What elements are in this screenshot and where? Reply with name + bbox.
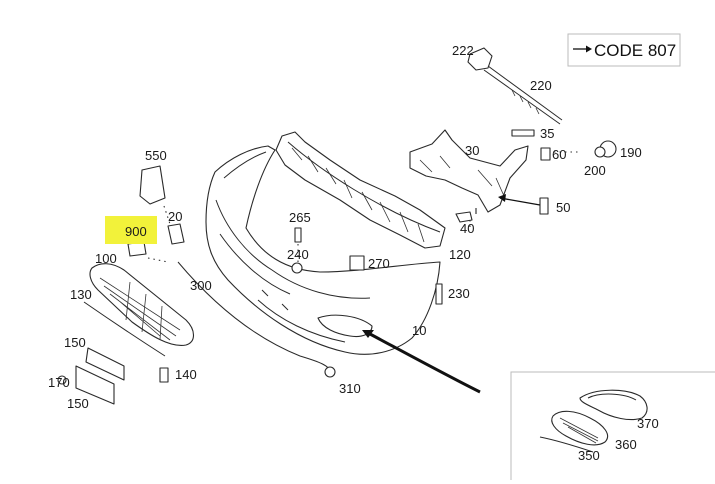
label-50: 50 bbox=[556, 200, 570, 215]
bumper-cover-10 bbox=[205, 145, 441, 355]
label-130: 130 bbox=[70, 287, 92, 302]
label-900: 900 bbox=[125, 224, 147, 239]
label-370: 370 bbox=[637, 416, 659, 431]
clip-40 bbox=[455, 211, 473, 223]
code-label: CODE 807 bbox=[594, 41, 676, 60]
mounting-bracket-30 bbox=[409, 129, 529, 213]
label-200: 200 bbox=[584, 163, 606, 178]
label-100: 100 bbox=[95, 251, 117, 266]
label-190: 190 bbox=[620, 145, 642, 160]
label-230: 230 bbox=[448, 286, 470, 301]
clip-60 bbox=[540, 147, 551, 161]
left-side-parts bbox=[57, 165, 443, 405]
part-labels: 222 220 35 30 60 190 200 50 40 120 550 2… bbox=[48, 43, 642, 411]
label-220: 220 bbox=[530, 78, 552, 93]
label-300: 300 bbox=[190, 278, 212, 293]
impact-absorber-120 bbox=[275, 131, 446, 249]
leader-lines bbox=[362, 194, 541, 394]
label-310: 310 bbox=[339, 381, 361, 396]
code-box: CODE 807 bbox=[567, 33, 681, 67]
label-170: 170 bbox=[48, 375, 70, 390]
label-40: 40 bbox=[460, 221, 474, 236]
label-550: 550 bbox=[145, 148, 167, 163]
label-222: 222 bbox=[452, 43, 474, 58]
label-35: 35 bbox=[540, 126, 554, 141]
label-265: 265 bbox=[289, 210, 311, 225]
inset-box: 370 360 350 bbox=[510, 371, 715, 480]
label-270: 270 bbox=[368, 256, 390, 271]
clip-35 bbox=[511, 129, 535, 137]
label-150-bottom: 150 bbox=[67, 396, 89, 411]
screw-50 bbox=[539, 197, 549, 215]
label-30: 30 bbox=[465, 143, 479, 158]
label-10: 10 bbox=[412, 323, 426, 338]
ring-200 bbox=[594, 146, 606, 158]
label-360: 360 bbox=[615, 437, 637, 452]
label-120: 120 bbox=[449, 247, 471, 262]
label-240: 240 bbox=[287, 247, 309, 262]
label-140: 140 bbox=[175, 367, 197, 382]
label-20: 20 bbox=[168, 209, 182, 224]
highlight-900 bbox=[105, 216, 157, 244]
trim-strip-350 bbox=[539, 436, 594, 453]
label-150-top: 150 bbox=[64, 335, 86, 350]
label-350: 350 bbox=[578, 448, 600, 463]
small-parts-right bbox=[455, 129, 617, 223]
sensor-rail-220 bbox=[467, 47, 563, 125]
label-60: 60 bbox=[552, 147, 566, 162]
reference-lines bbox=[147, 151, 580, 263]
